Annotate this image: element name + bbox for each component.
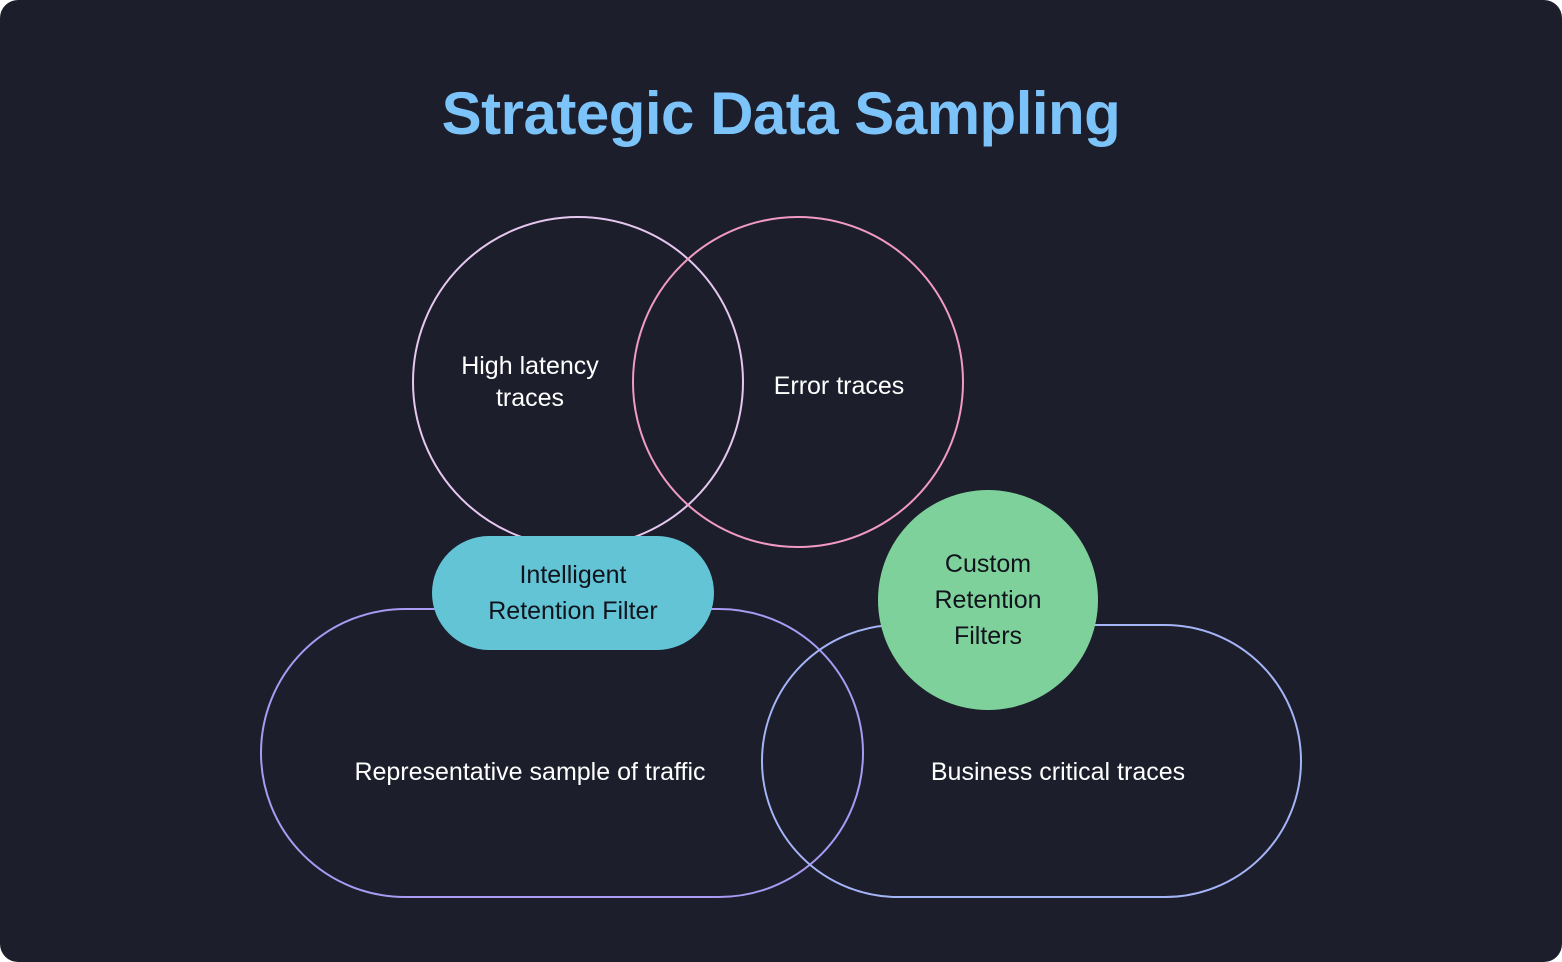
high-latency-label-line-2: traces bbox=[495, 384, 565, 412]
intelligent-retention-filter-label: Intelligent Retention Filter bbox=[432, 536, 714, 650]
representative-sample-label-line-1: Representative sample of traffic bbox=[354, 758, 706, 786]
intelligent-retention-filter-pill bbox=[432, 536, 714, 650]
high-latency-label-line-1: High latency bbox=[461, 352, 599, 380]
error-traces-label-line-1: Error traces bbox=[773, 372, 905, 400]
intelligent-filter-label-line-1: Intelligent bbox=[519, 561, 627, 589]
intelligent-filter-label-line-2: Retention Filter bbox=[488, 597, 658, 625]
custom-filters-label-line-1: Custom bbox=[944, 550, 1032, 578]
error-traces-circle bbox=[632, 216, 964, 548]
business-critical-label-line-1: Business critical traces bbox=[930, 758, 1186, 786]
custom-filters-label-line-2: Retention bbox=[934, 586, 1042, 614]
representative-sample-label: Representative sample of traffic bbox=[300, 752, 760, 792]
diagram-title: Strategic Data Sampling bbox=[441, 80, 1121, 147]
high-latency-label: High latency traces bbox=[430, 346, 630, 418]
custom-retention-filters-label: Custom Retention Filters bbox=[878, 490, 1098, 710]
business-critical-label: Business critical traces bbox=[868, 752, 1248, 792]
error-traces-label: Error traces bbox=[739, 366, 939, 406]
custom-filters-label-line-3: Filters bbox=[953, 622, 1023, 650]
custom-retention-filters-circle bbox=[878, 490, 1098, 710]
